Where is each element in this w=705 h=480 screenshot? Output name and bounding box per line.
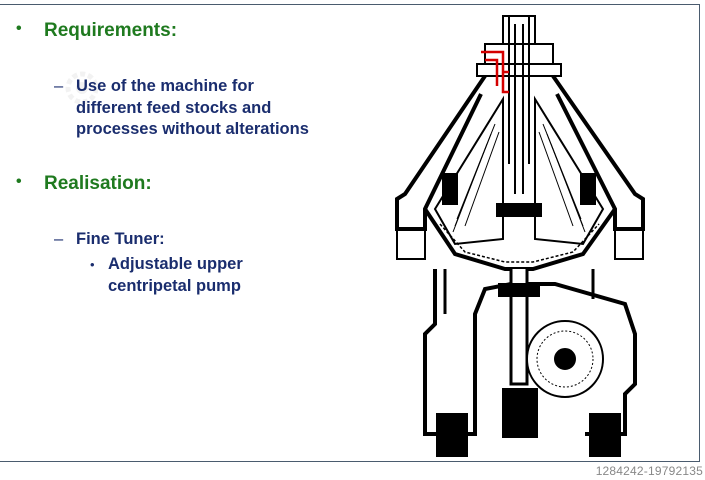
text-fine-tuner: Fine Tuner: [76, 230, 165, 248]
dash-marker: – [54, 77, 64, 95]
text-use-of-machine: Use of the machine for different feed st… [76, 77, 309, 138]
dash-marker: – [54, 230, 64, 248]
watermark-gear-icon [65, 71, 99, 105]
heading-realisation: Realisation: [44, 173, 152, 194]
heading-requirements: Requirements: [44, 20, 178, 41]
separator-cross-section-drawing [395, 15, 645, 457]
text-adjustable-pump: Adjustable upper centripetal pump [108, 255, 243, 295]
slide-frame [0, 4, 700, 462]
image-id-stamp: 1284242-19792135 [595, 464, 703, 478]
bullet-marker: • [16, 173, 22, 190]
sub-bullet-marker: • [90, 257, 95, 272]
bullet-marker: • [16, 20, 22, 37]
